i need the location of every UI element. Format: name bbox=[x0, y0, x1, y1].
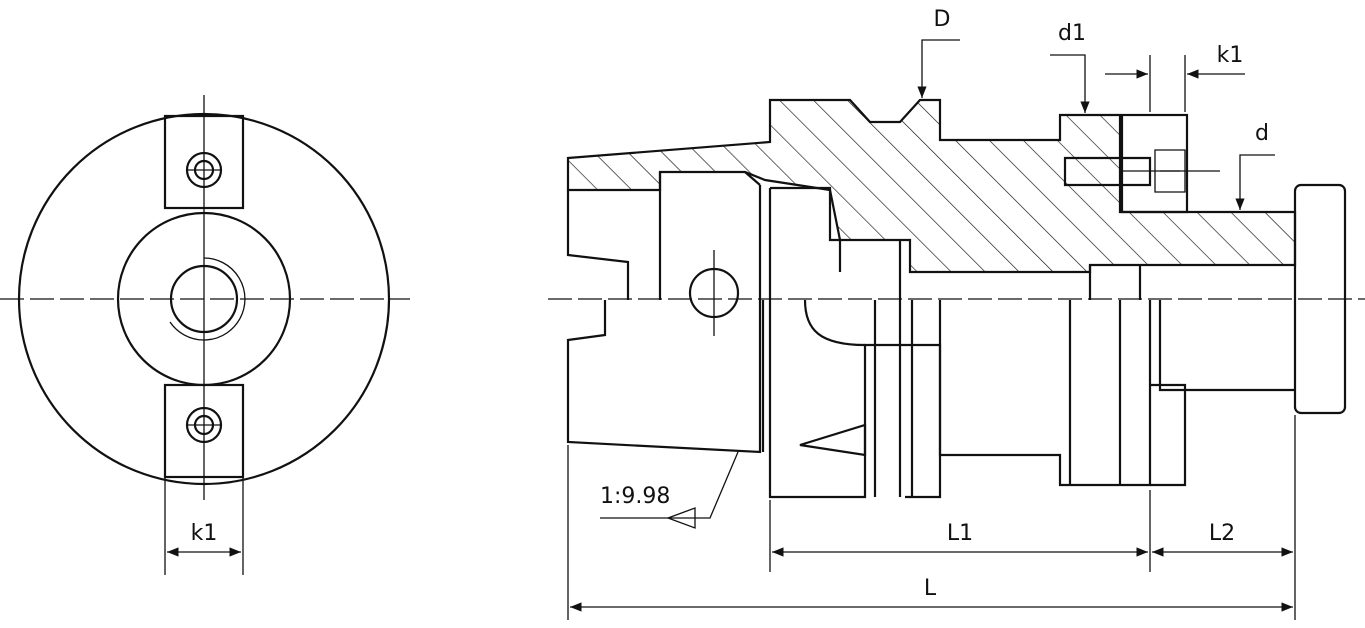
side-view: D d1 k1 d 1:9.98 L1 L2 L bbox=[548, 7, 1365, 620]
d-big-label: D bbox=[934, 7, 951, 32]
thread-arc bbox=[169, 257, 246, 341]
l-label: L bbox=[924, 576, 937, 601]
front-view: k1 bbox=[0, 95, 410, 575]
d-small-leader bbox=[1235, 154, 1275, 210]
k1-front-label: k1 bbox=[191, 521, 218, 546]
d-big-leader bbox=[917, 39, 960, 98]
l2-label: L2 bbox=[1209, 521, 1235, 546]
hsk-inner-bore bbox=[658, 171, 761, 300]
l1-label: L1 bbox=[947, 521, 973, 546]
arbor-lower-line bbox=[1158, 300, 1295, 392]
key-screw bbox=[1063, 156, 1152, 187]
drive-slot bbox=[799, 423, 867, 457]
body-lower-outline bbox=[938, 300, 1152, 487]
lower-key bbox=[1150, 383, 1187, 487]
d1-leader bbox=[1050, 54, 1090, 113]
hsk-shank-outline bbox=[566, 185, 762, 454]
d1-label: d1 bbox=[1058, 21, 1086, 46]
taper-leader bbox=[600, 451, 739, 519]
arbor-key-lines bbox=[1088, 265, 1142, 300]
d-small-label: d bbox=[1255, 121, 1269, 146]
upper-key bbox=[1120, 113, 1189, 214]
taper-label: 1:9.98 bbox=[600, 484, 670, 509]
k1-side-label: k1 bbox=[1217, 43, 1244, 68]
taper-symbol bbox=[666, 507, 696, 529]
collar-inner-fillet bbox=[803, 299, 866, 347]
